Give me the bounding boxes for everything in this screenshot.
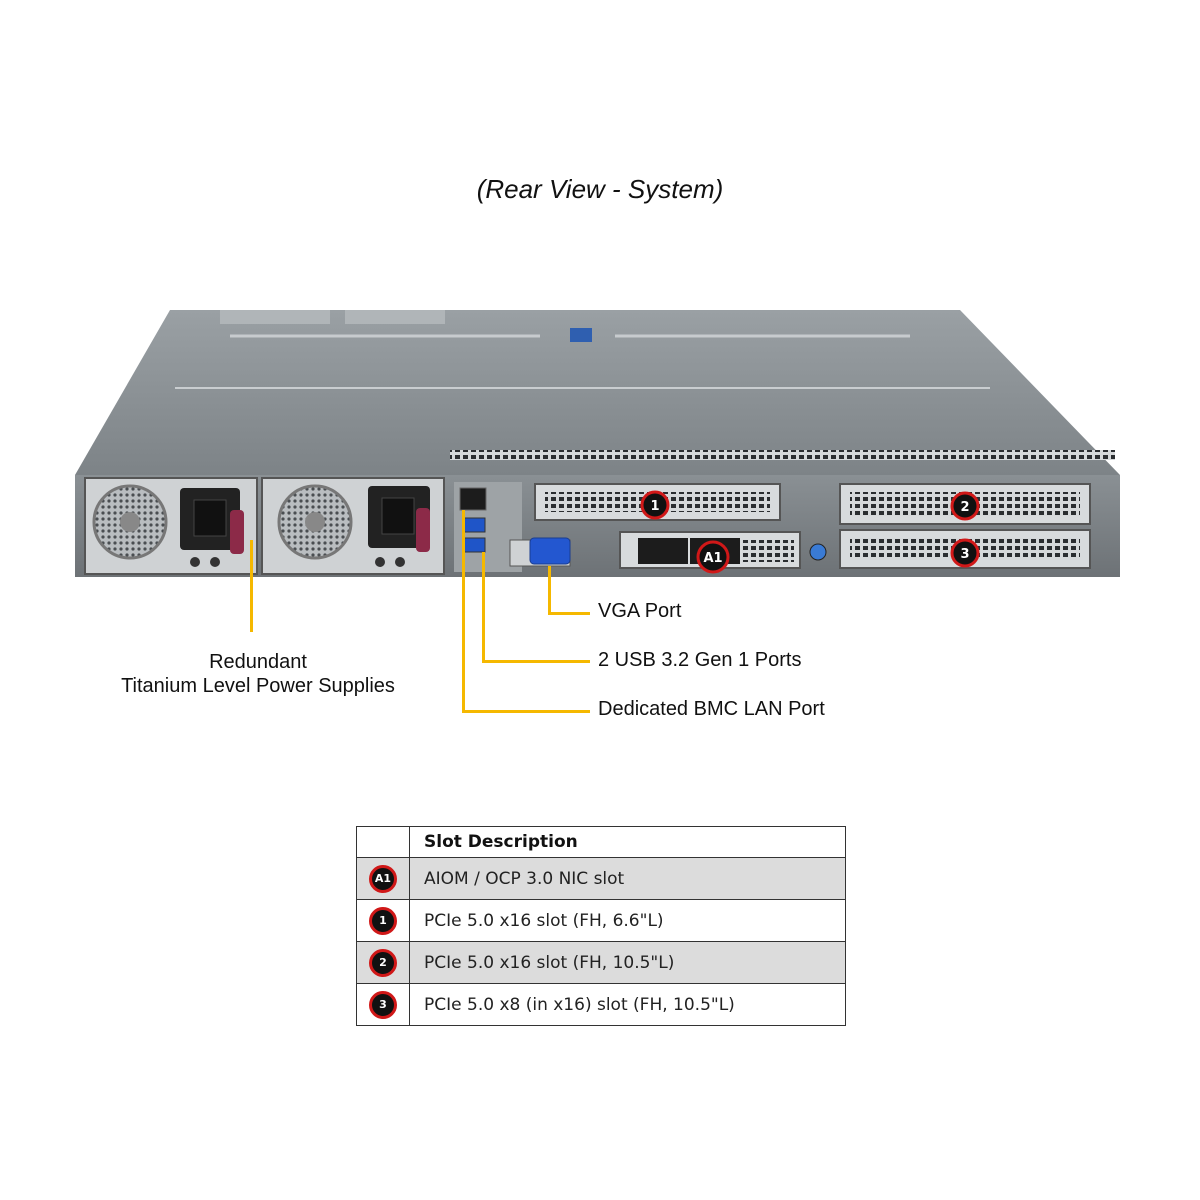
bmc-callout-line-v [462,510,465,713]
svg-text:2: 2 [960,500,969,515]
usb-callout-line-h [482,660,590,663]
slot-description: AIOM / OCP 3.0 NIC slot [409,857,846,900]
slot-badge-1: 1 [640,490,670,520]
usb-ports-label: 2 USB 3.2 Gen 1 Ports [598,649,802,671]
power-supply-1 [84,477,258,575]
table-header: Slot Description [409,826,846,858]
thumbscrew-icon [809,543,827,561]
vga-port-label: VGA Port [598,600,682,622]
power-supplies-label: Redundant Titanium Level Power Supplies [108,650,408,698]
slot-badge-2: 2 [950,491,980,521]
bmc-lan-port [459,487,487,511]
table-row: 1 PCIe 5.0 x16 slot (FH, 6.6"L) [356,899,846,942]
psu-callout-line [250,540,253,632]
slot-description: PCIe 5.0 x16 slot (FH, 6.6"L) [409,899,846,942]
svg-text:A1: A1 [703,551,722,566]
slot-badge-3: 3 [950,538,980,568]
chassis-top-cover [75,310,1120,475]
power-supplies-label-line1: Redundant [209,651,307,673]
vga-port [529,537,571,565]
slot-badge-1-icon: 1 [369,906,397,935]
vga-callout-line-v [548,566,551,614]
usb-callout-line-v [482,552,485,662]
usb-port-1 [462,517,486,533]
slot-description: PCIe 5.0 x16 slot (FH, 10.5"L) [409,941,846,984]
slot-badge-a1-icon: A1 [369,864,397,893]
svg-text:1: 1 [650,499,659,514]
svg-text:3: 3 [960,547,969,562]
table-row: 3 PCIe 5.0 x8 (in x16) slot (FH, 10.5"L) [356,983,846,1026]
slot-badge-2-icon: 2 [369,948,397,977]
page-title: (Rear View - System) [476,174,724,204]
power-supply-2 [261,477,445,575]
bmc-lan-port-label: Dedicated BMC LAN Port [598,698,825,720]
usb-port-2 [462,537,486,553]
power-supplies-label-line2: Titanium Level Power Supplies [121,675,395,697]
slot-badge-a1: A1 [696,540,730,574]
table-header-row: Slot Description [356,826,846,858]
table-header-blank [356,826,410,858]
release-latch-icon [570,328,592,342]
io-panel [454,482,571,572]
bmc-callout-line-h [462,710,590,713]
server-rear-view: 1 A1 2 3 [75,310,1120,577]
table-row: 2 PCIe 5.0 x16 slot (FH, 10.5"L) [356,941,846,984]
slot-description: PCIe 5.0 x8 (in x16) slot (FH, 10.5"L) [409,983,846,1026]
table-row: A1 AIOM / OCP 3.0 NIC slot [356,857,846,900]
slot-description-table: Slot Description A1 AIOM / OCP 3.0 NIC s… [356,826,846,1026]
vga-callout-line-h [548,612,590,615]
slot-badge-3-icon: 3 [369,990,397,1019]
